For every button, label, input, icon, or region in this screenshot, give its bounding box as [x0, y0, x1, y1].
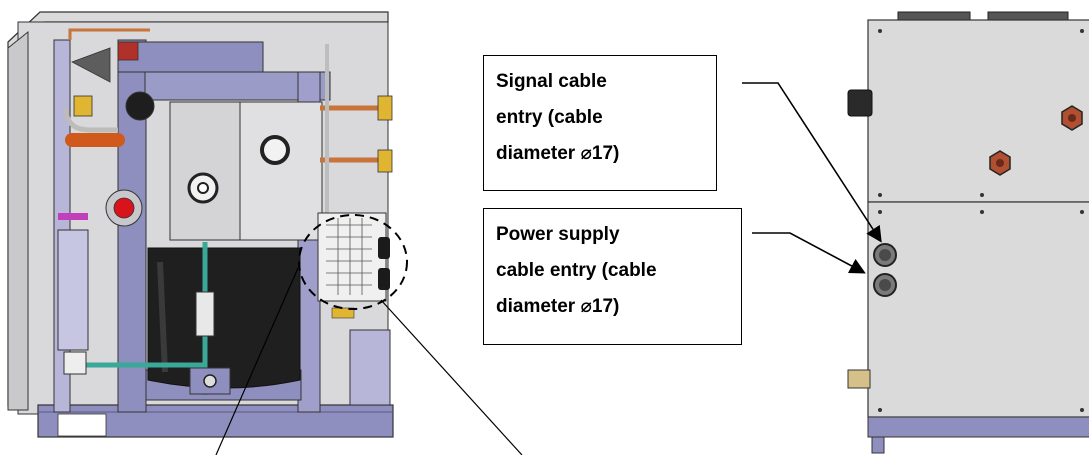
zoom-line-left [215, 267, 299, 456]
unit-side-panel-drawing [847, 11, 1089, 454]
inline-filter [195, 291, 215, 337]
upper-panel [867, 19, 1089, 203]
valve-lower-left [63, 351, 87, 375]
brass-fitting-lower [377, 149, 393, 173]
filter-drier [71, 47, 111, 83]
signal-callout-line-1: Signal cable [496, 71, 607, 92]
signal-cable-gland-core [879, 249, 891, 261]
signal-callout-line-2: entry (cable [496, 107, 603, 128]
zoom-line-right [380, 299, 523, 456]
terminal-rows [326, 218, 372, 295]
cable-entry-highlight [298, 214, 408, 310]
lower-panel [867, 201, 1089, 418]
heat-exchanger-left [169, 101, 241, 241]
power-cable-callout: Power supply cable entry (cable diameter… [483, 208, 742, 345]
sight-glass [125, 91, 155, 121]
magenta-band [58, 213, 88, 220]
terminal-block [317, 212, 387, 302]
brass-bracket [331, 307, 355, 319]
power-callout-line-3: diameter ⌀17) [496, 296, 620, 317]
cable-entry-upper [378, 237, 390, 259]
unit-interior-drawing [7, 11, 523, 456]
frame-top-bar [117, 41, 264, 73]
grey-pipe-loop [63, 107, 118, 133]
power-leader-arrow [752, 232, 866, 274]
accumulator [57, 229, 89, 351]
base-foot [871, 436, 885, 454]
frame-foot-right [349, 329, 391, 406]
brass-fitting-upper [377, 95, 393, 121]
copper-tube-top [68, 28, 150, 40]
panel-screws [878, 29, 1084, 412]
cable-entry-lower [378, 268, 390, 290]
hex-fitting-center-core [996, 159, 1004, 167]
power-callout-line-1: Power supply [496, 224, 620, 245]
front-panel [7, 30, 29, 411]
exchanger-port-left-inner [197, 182, 209, 194]
pressure-switch-knob [113, 197, 135, 219]
side-knob [847, 89, 873, 117]
compressor-highlight [157, 261, 168, 373]
signal-callout-line-3: diameter ⌀17) [496, 143, 620, 164]
signal-leader-arrow [742, 82, 882, 243]
power-callout-line-2: cable entry (cable [496, 260, 657, 281]
heat-exchanger-right [239, 101, 323, 241]
side-valve [847, 369, 871, 389]
base-label [57, 413, 107, 437]
base-rail [867, 416, 1089, 438]
hex-fitting-right-core [1068, 114, 1076, 122]
compressor-bolt [203, 374, 217, 388]
red-fitting-top [117, 41, 139, 61]
exchanger-port-right [260, 135, 290, 165]
power-cable-gland-core [879, 279, 891, 291]
signal-cable-callout: Signal cable entry (cable diameter ⌀17) [483, 55, 717, 191]
brass-fitting-left [73, 95, 93, 117]
